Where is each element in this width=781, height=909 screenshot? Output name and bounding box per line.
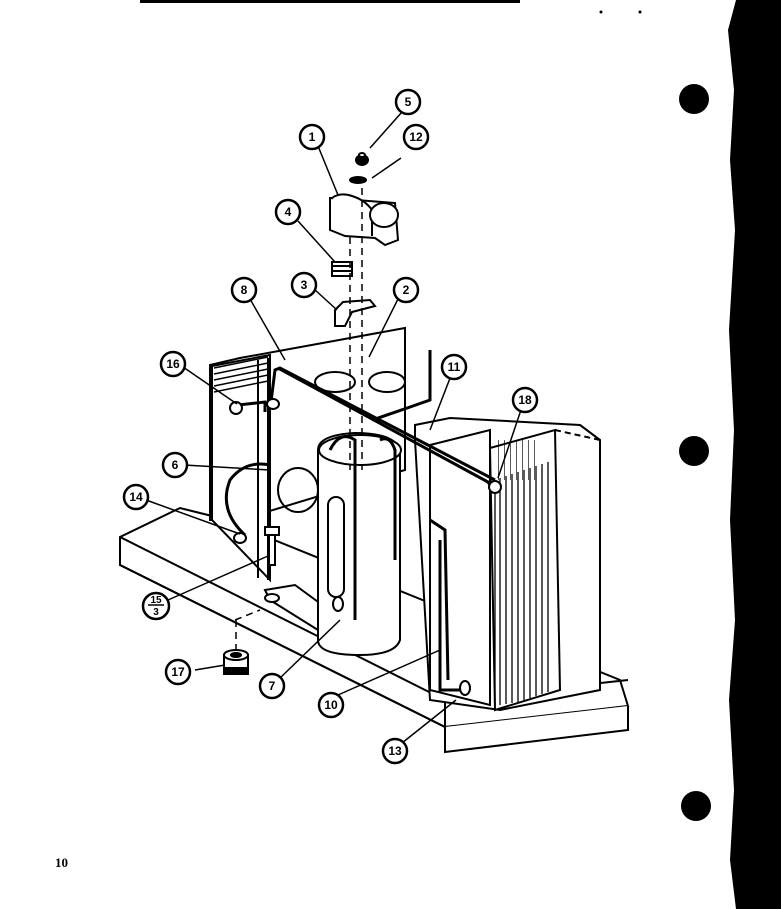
callout-16: 16 xyxy=(159,350,187,378)
callout-4-label: 4 xyxy=(285,205,292,219)
binder-hole-middle xyxy=(679,436,709,466)
callout-15-label: 15 xyxy=(150,595,162,606)
callout-11-label: 11 xyxy=(448,360,461,374)
spring-part xyxy=(331,261,353,277)
callout-8-label: 8 xyxy=(241,283,248,297)
callout-10: 10 xyxy=(317,691,345,719)
callout-3: 3 xyxy=(290,271,318,299)
binder-hole-bottom xyxy=(681,791,711,821)
callout-14-label: 14 xyxy=(129,490,143,504)
callout-17: 17 xyxy=(164,658,192,686)
callout-18-label: 18 xyxy=(518,393,532,407)
callout-12: 12 xyxy=(402,123,430,151)
callout-5-label: 5 xyxy=(405,95,412,109)
callout-13-label: 13 xyxy=(388,744,402,758)
callout-15-3: 15 3 xyxy=(141,591,171,621)
tubing-fittings xyxy=(229,398,502,696)
callout-15-sub-label: 3 xyxy=(153,607,159,618)
callout-16-label: 16 xyxy=(166,357,180,371)
binder-hole-top xyxy=(679,84,709,114)
callout-1-label: 1 xyxy=(309,130,316,144)
terminal-clip xyxy=(334,298,377,327)
callout-13: 13 xyxy=(381,737,409,765)
callout-7: 7 xyxy=(258,672,286,700)
callout-18: 18 xyxy=(511,386,539,414)
callout-8: 8 xyxy=(230,276,258,304)
callout-7-label: 7 xyxy=(269,679,276,693)
callout-14: 14 xyxy=(122,483,150,511)
callout-2-label: 2 xyxy=(403,283,410,297)
callout-2: 2 xyxy=(392,276,420,304)
callout-17-label: 17 xyxy=(171,665,185,679)
callout-5: 5 xyxy=(394,88,422,116)
partition-panel xyxy=(429,428,491,707)
leader-lines xyxy=(145,111,525,744)
callout-6: 6 xyxy=(161,451,189,479)
grommet-part xyxy=(223,649,249,675)
callout-10-label: 10 xyxy=(324,698,338,712)
callout-4: 4 xyxy=(274,198,302,226)
callout-12-label: 12 xyxy=(409,130,423,144)
page-number: 10 xyxy=(55,855,68,870)
callout-11: 11 xyxy=(440,353,468,381)
screw-part xyxy=(264,526,280,603)
assembly-lines xyxy=(234,188,363,650)
callout-6-label: 6 xyxy=(172,458,179,472)
callout-3-label: 3 xyxy=(301,278,308,292)
callout-1: 1 xyxy=(298,123,326,151)
scan-edge xyxy=(140,0,781,909)
